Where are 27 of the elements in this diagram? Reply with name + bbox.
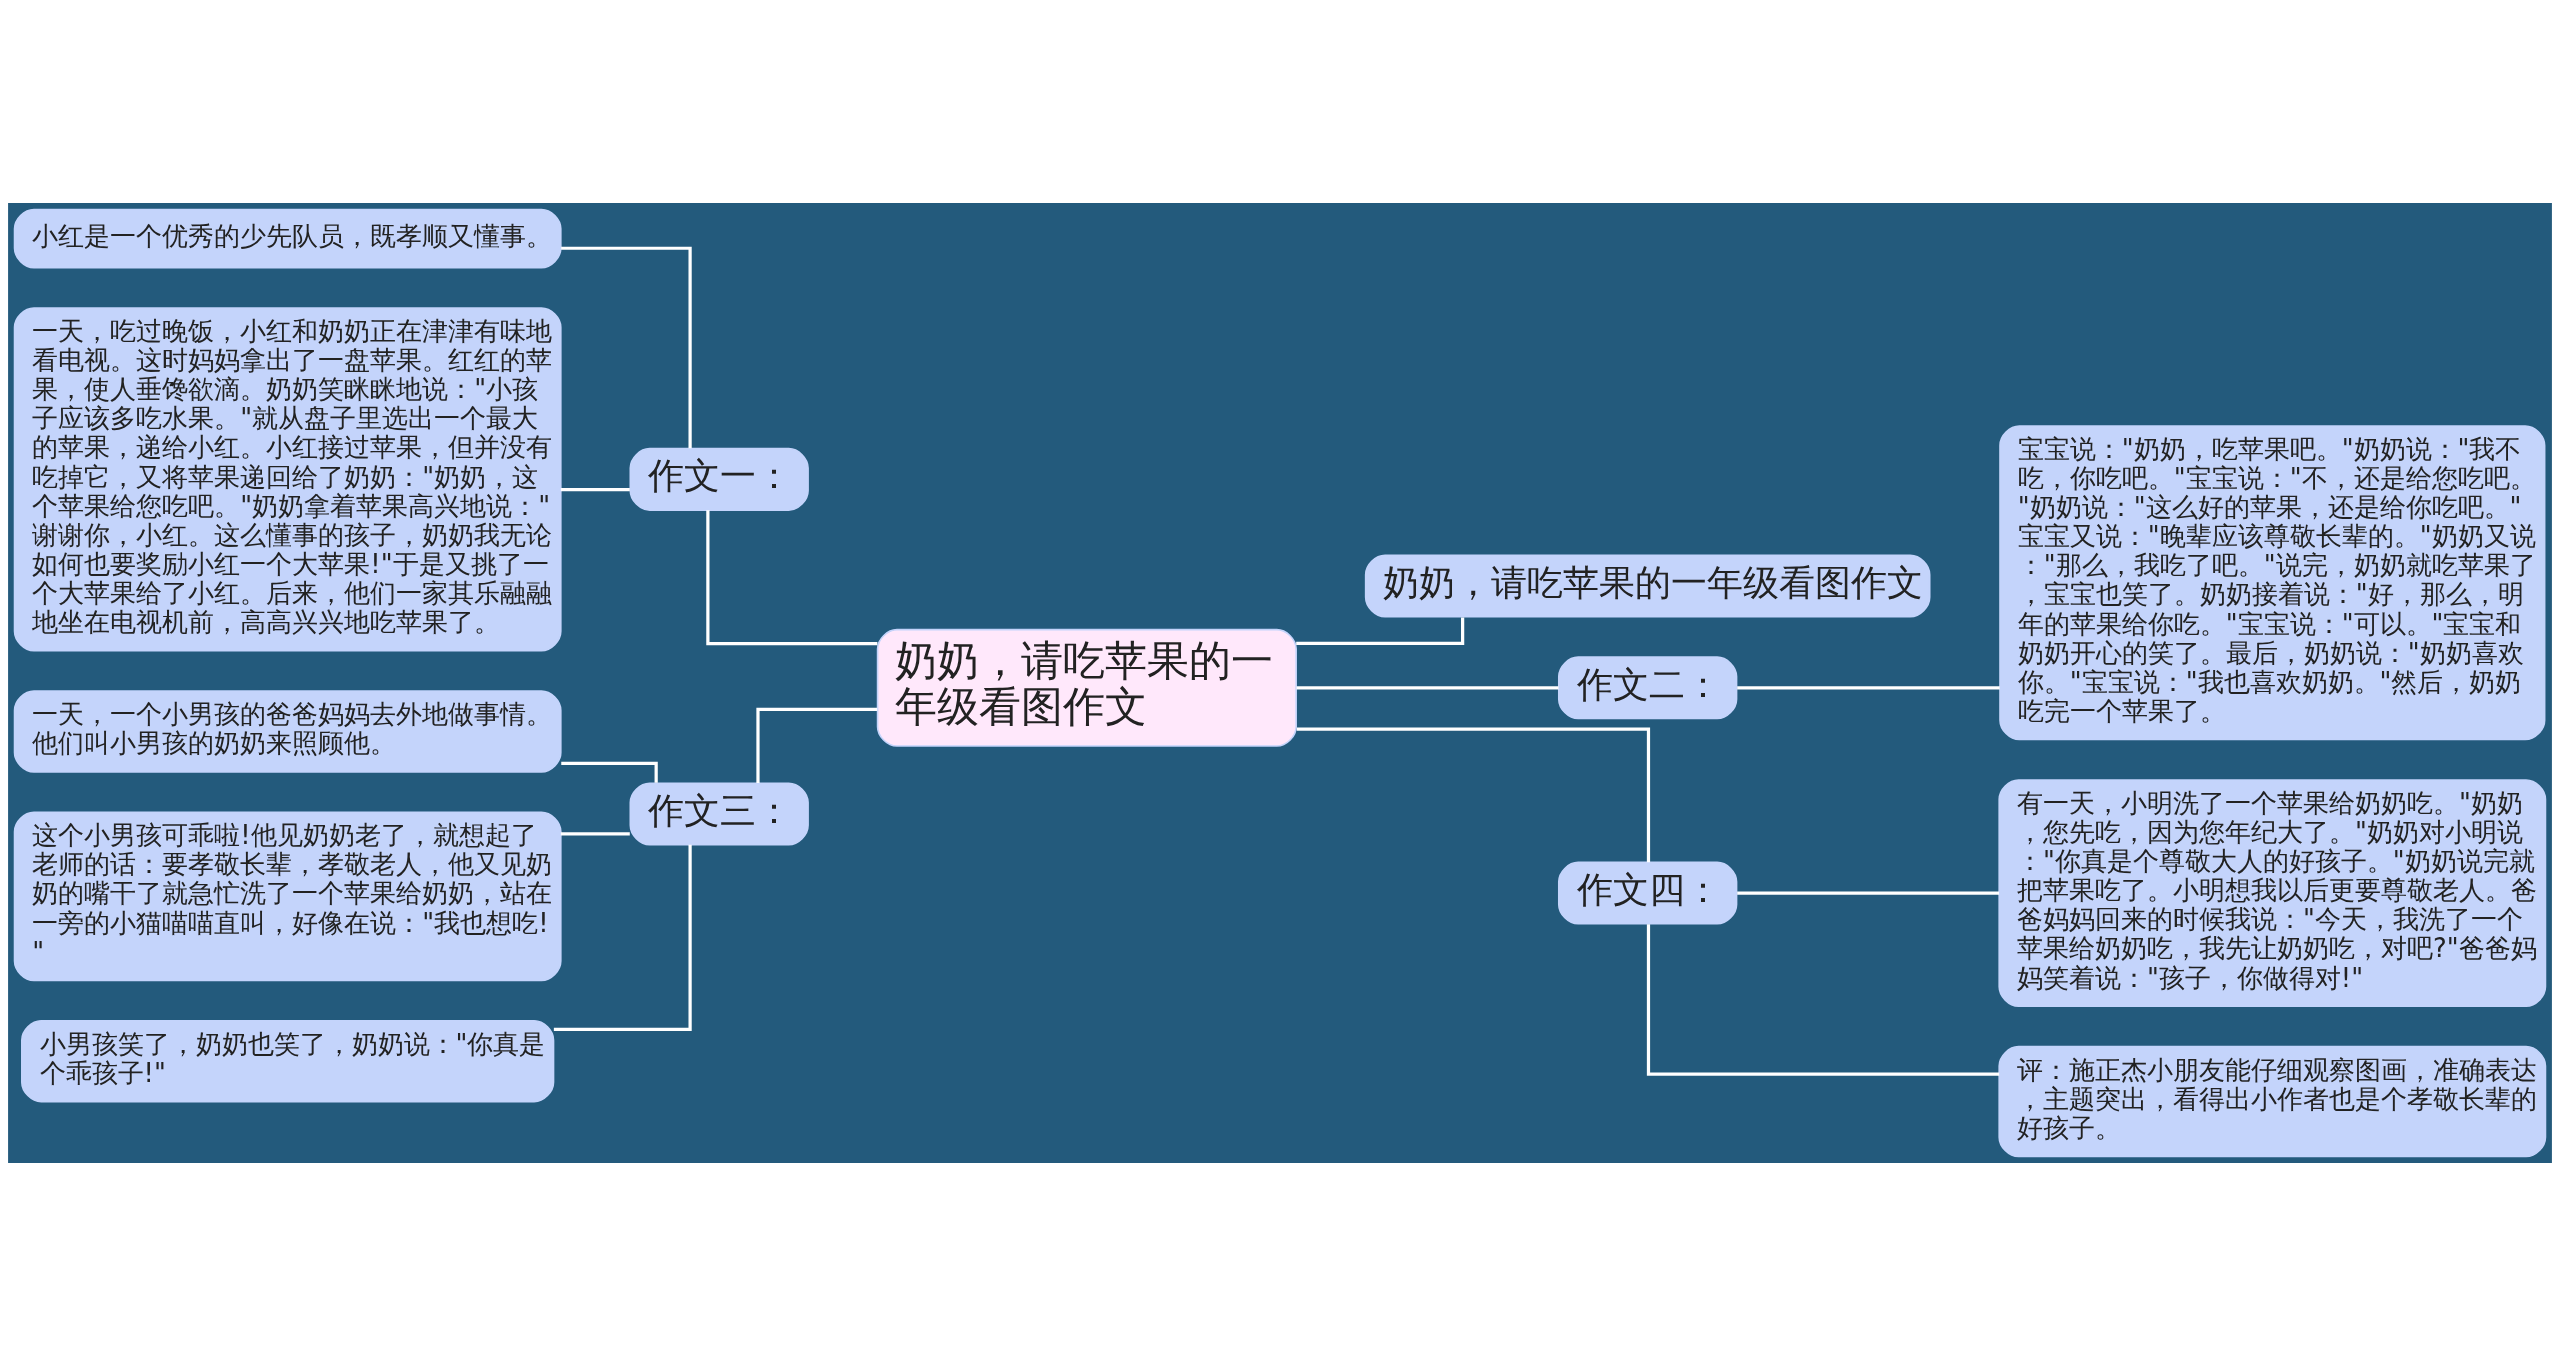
node-box: 这个小男孩可乖啦!他见奶奶老了，就想起了老师的话：要孝敬长辈，孝敬老人，他又见奶奶的嘴干了就急忙洗了一个苹果给奶奶，站在一旁的小猫喵喵直叫，好像在说："我也想吃!" (13, 811, 562, 981)
connector (1296, 685, 1559, 689)
node-box: 作文二： (1558, 655, 1738, 719)
connector (561, 761, 658, 783)
connector (553, 844, 692, 1031)
node-box: 一天，吃过晚饭，小红和奶奶正在津津有味地看电视。这时妈妈拿出了一盘苹果。红红的苹果，使人垂馋欲滴。奶奶笑眯眯地说："小孩子应该多吃水果。"就从盘子里选出一个最大的苹果，递给小红。小红接过苹果，但并没有吃掉它，又将苹果递回给了奶奶："奶奶，这个苹果给您吃吧。"奶奶拿着苹果高兴地说："谢谢你，小红。这么懂事的孩子，奶奶我无论如何也要奖励小红一个大苹果!"于是又挑了一个大苹果给了小红。后来，他们一家其乐融融地坐在电视机前，高高兴兴地吃苹果了。 (13, 306, 562, 651)
connector (560, 487, 630, 491)
node-box: 作文四： (1558, 861, 1738, 925)
node-box: 宝宝说："奶奶，吃苹果吧。"奶奶说："我不吃，你吃吧。"宝宝说："不，还是给您吃吧。"奶奶说："这么好的苹果，还是给你吃吧。"宝宝又说："晚辈应该尊敬长辈的。"奶奶又说："那么，我吃了吧。"说完，奶奶就吃苹果了，宝宝也笑了。奶奶接着说："好，那么，明年的苹果给你吃。"宝宝说："可以。"宝宝和奶奶开心的笑了。最后，奶奶说："奶奶喜欢你。"宝宝说："我也喜欢奶奶。"然后，奶奶吃完一个苹果了。 (1999, 424, 2546, 740)
node-box: 作文三： (629, 781, 809, 845)
node-box: 一天，一个小男孩的爸爸妈妈去外地做事情。他们叫小男孩的奶奶来照顾他。 (13, 689, 562, 773)
connector (1646, 923, 2000, 1076)
connector (756, 707, 878, 783)
node-box: 有一天，小明洗了一个苹果给奶奶吃。"奶奶，您先吃，因为您年纪大了。"奶奶对小明说："你真是个尊敬大人的好孩子。"奶奶说完就把苹果吃了。小明想我以后更要尊敬老人。爸爸妈妈回来的时候我说："今天，我洗了一个苹果给奶奶吃，我先让奶奶吃，对吧?"爸爸妈妈笑着说："孩子，你做得对!" (1998, 778, 2547, 1007)
connector (1296, 616, 1465, 645)
connector (1296, 726, 1651, 862)
node-box: 奶奶，请吃苹果的一年级看图作文 (876, 628, 1297, 747)
node-box: 奶奶，请吃苹果的一年级看图作文 (1364, 554, 1931, 618)
node-box: 小男孩笑了，奶奶也笑了，奶奶说："你真是个乖孩子!" (21, 1019, 555, 1102)
connector (1737, 685, 2000, 689)
connector (560, 831, 630, 835)
node-box: 小红是一个优秀的少先队员，既孝顺又懂事。 (13, 208, 562, 268)
connector (561, 246, 692, 448)
node-box: 作文一： (629, 447, 809, 511)
connector (1737, 891, 2000, 895)
node-box: 评：施正杰小朋友能仔细观察图画，准确表达，主题突出，看得出小作者也是个孝敬长辈的好孩子。 (1998, 1045, 2547, 1157)
connector (706, 509, 878, 645)
